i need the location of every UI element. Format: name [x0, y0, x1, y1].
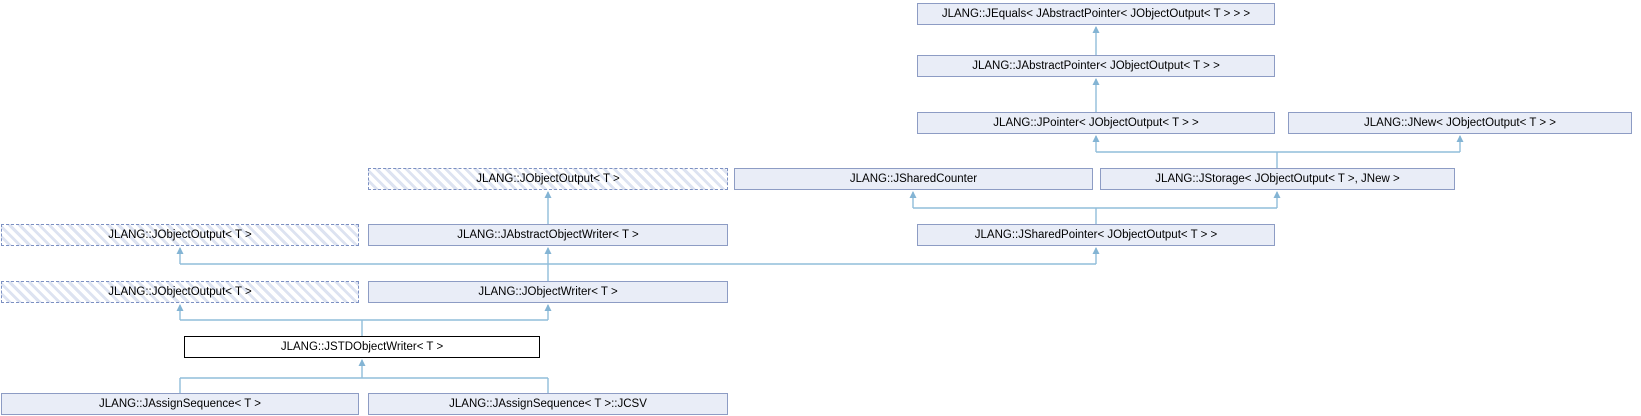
- class-node-label: JLANG::JAssignSequence< T >: [99, 398, 261, 410]
- class-node-label: JLANG::JObjectOutput< T >: [108, 229, 252, 241]
- class-node-label: JLANG::JSharedPointer< JObjectOutput< T …: [974, 229, 1218, 241]
- inheritance-arrow-icon: [1456, 135, 1464, 142]
- class-node-jobjectoutput-b: JLANG::JObjectOutput< T >: [1, 224, 359, 246]
- inheritance-arrow-icon: [909, 191, 917, 198]
- class-node-jobjectoutput-a: JLANG::JObjectOutput< T >: [368, 168, 728, 190]
- class-node-label: JLANG::JPointer< JObjectOutput< T > >: [993, 117, 1199, 129]
- class-node-label: JLANG::JAbstractObjectWriter< T >: [457, 229, 639, 241]
- class-node-jassignsequence[interactable]: JLANG::JAssignSequence< T >: [1, 393, 359, 415]
- inheritance-arrow-icon: [544, 191, 552, 198]
- class-node-label: JLANG::JStorage< JObjectOutput< T >, JNe…: [1155, 173, 1400, 185]
- inheritance-arrow-icon: [544, 247, 552, 254]
- edge-jabstractobjectwriter-to-jobjectoutput: [544, 191, 552, 224]
- class-node-jobjectoutput-c: JLANG::JObjectOutput< T >: [1, 281, 359, 303]
- class-node-jequals[interactable]: JLANG::JEquals< JAbstractPointer< JObjec…: [917, 3, 1275, 25]
- edge-jsharedpointer-to-jsharedcounter-jstorage: [909, 191, 1281, 224]
- edge-jabstractpointer-to-jequals: [1092, 26, 1100, 55]
- class-node-jassignsequence-jcsv[interactable]: JLANG::JAssignSequence< T >::JCSV: [368, 393, 728, 415]
- class-node-label: JLANG::JSharedCounter: [849, 173, 978, 185]
- class-node-jnew[interactable]: JLANG::JNew< JObjectOutput< T > >: [1288, 112, 1632, 134]
- class-node-jabstractobjectwriter[interactable]: JLANG::JAbstractObjectWriter< T >: [368, 224, 728, 246]
- class-node-jabstractpointer[interactable]: JLANG::JAbstractPointer< JObjectOutput< …: [917, 55, 1275, 77]
- class-node-jsharedpointer[interactable]: JLANG::JSharedPointer< JObjectOutput< T …: [917, 224, 1275, 246]
- edge-jstdobjectwriter-to-bases: [176, 304, 552, 336]
- inheritance-arrow-icon: [1092, 78, 1100, 85]
- inheritance-arrow-icon: [1273, 191, 1281, 198]
- class-node-label: JLANG::JObjectWriter< T >: [478, 286, 618, 298]
- class-node-label: JLANG::JEquals< JAbstractPointer< JObjec…: [941, 8, 1251, 20]
- class-node-jstdobjectwriter: JLANG::JSTDObjectWriter< T >: [184, 336, 540, 358]
- class-node-label: JLANG::JSTDObjectWriter< T >: [280, 341, 444, 353]
- inheritance-arrow-icon: [358, 359, 366, 366]
- class-node-label: JLANG::JObjectOutput< T >: [476, 173, 620, 185]
- edge-jpointer-to-jabstractpointer: [1092, 78, 1100, 112]
- inheritance-arrow-icon: [1092, 135, 1100, 142]
- inheritance-arrow-icon: [176, 304, 184, 311]
- edge-jobjectwriter-to-bases: [176, 247, 1100, 281]
- class-node-label: JLANG::JNew< JObjectOutput< T > >: [1364, 117, 1556, 129]
- class-node-label: JLANG::JObjectOutput< T >: [108, 286, 252, 298]
- inheritance-arrow-icon: [544, 304, 552, 311]
- inheritance-arrow-icon: [1092, 247, 1100, 254]
- class-node-label: JLANG::JAbstractPointer< JObjectOutput< …: [972, 60, 1220, 72]
- class-node-jpointer[interactable]: JLANG::JPointer< JObjectOutput< T > >: [917, 112, 1275, 134]
- class-node-jstorage[interactable]: JLANG::JStorage< JObjectOutput< T >, JNe…: [1100, 168, 1455, 190]
- edge-jassignsequence-to-jstdobjectwriter: [179, 359, 549, 393]
- class-node-label: JLANG::JAssignSequence< T >::JCSV: [449, 398, 647, 410]
- edge-jstorage-to-jpointer-jnew: [1092, 135, 1464, 168]
- class-node-jsharedcounter[interactable]: JLANG::JSharedCounter: [734, 168, 1093, 190]
- class-node-jobjectwriter[interactable]: JLANG::JObjectWriter< T >: [368, 281, 728, 303]
- inheritance-arrow-icon: [1092, 26, 1100, 33]
- inheritance-arrow-icon: [176, 247, 184, 254]
